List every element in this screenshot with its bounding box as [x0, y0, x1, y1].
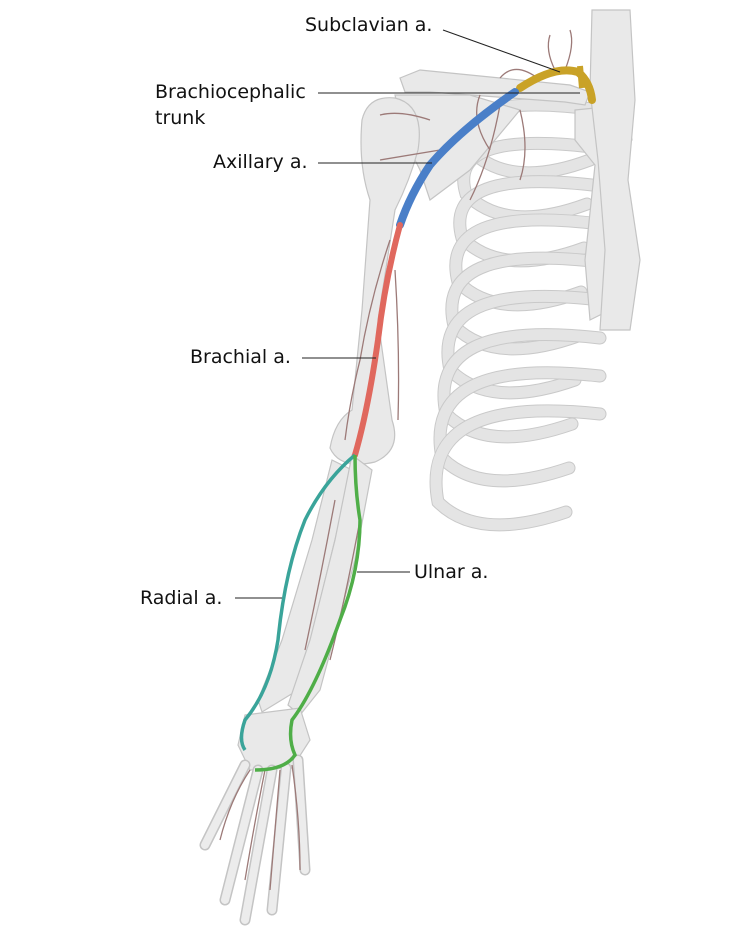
- finger-bone: [294, 756, 309, 874]
- label-brachiocephalic-trunk-line1: Brachiocephalic: [155, 81, 306, 103]
- ulnar-artery: [254, 454, 362, 772]
- rib: [442, 290, 606, 399]
- label-ulnar-artery: Ulnar a.: [414, 561, 489, 583]
- brachial-artery: [352, 222, 403, 458]
- clavicle: [399, 69, 591, 106]
- finger-bone: [221, 766, 262, 904]
- label-brachial-artery: Brachial a.: [190, 346, 291, 368]
- label-subclavian-artery: Subclavian a.: [305, 14, 433, 36]
- arm-bones: [199, 69, 591, 926]
- leader-lines: [235, 29, 580, 599]
- finger-bone: [268, 764, 290, 914]
- radial-artery: [239, 453, 357, 752]
- label-radial-artery: Radial a.: [140, 587, 223, 609]
- spine: [589, 9, 641, 331]
- axillary-artery: [396, 88, 519, 229]
- arteries: [239, 65, 596, 772]
- finger-bone: [241, 766, 276, 924]
- rib-cage: [429, 9, 641, 532]
- finger-bone: [201, 761, 249, 849]
- humerus: [329, 97, 420, 465]
- label-brachiocephalic-trunk-line2: trunk: [155, 107, 206, 129]
- brachiocephalic-trunk: [577, 65, 585, 89]
- rib: [430, 405, 606, 531]
- label-axillary-artery: Axillary a.: [213, 151, 308, 173]
